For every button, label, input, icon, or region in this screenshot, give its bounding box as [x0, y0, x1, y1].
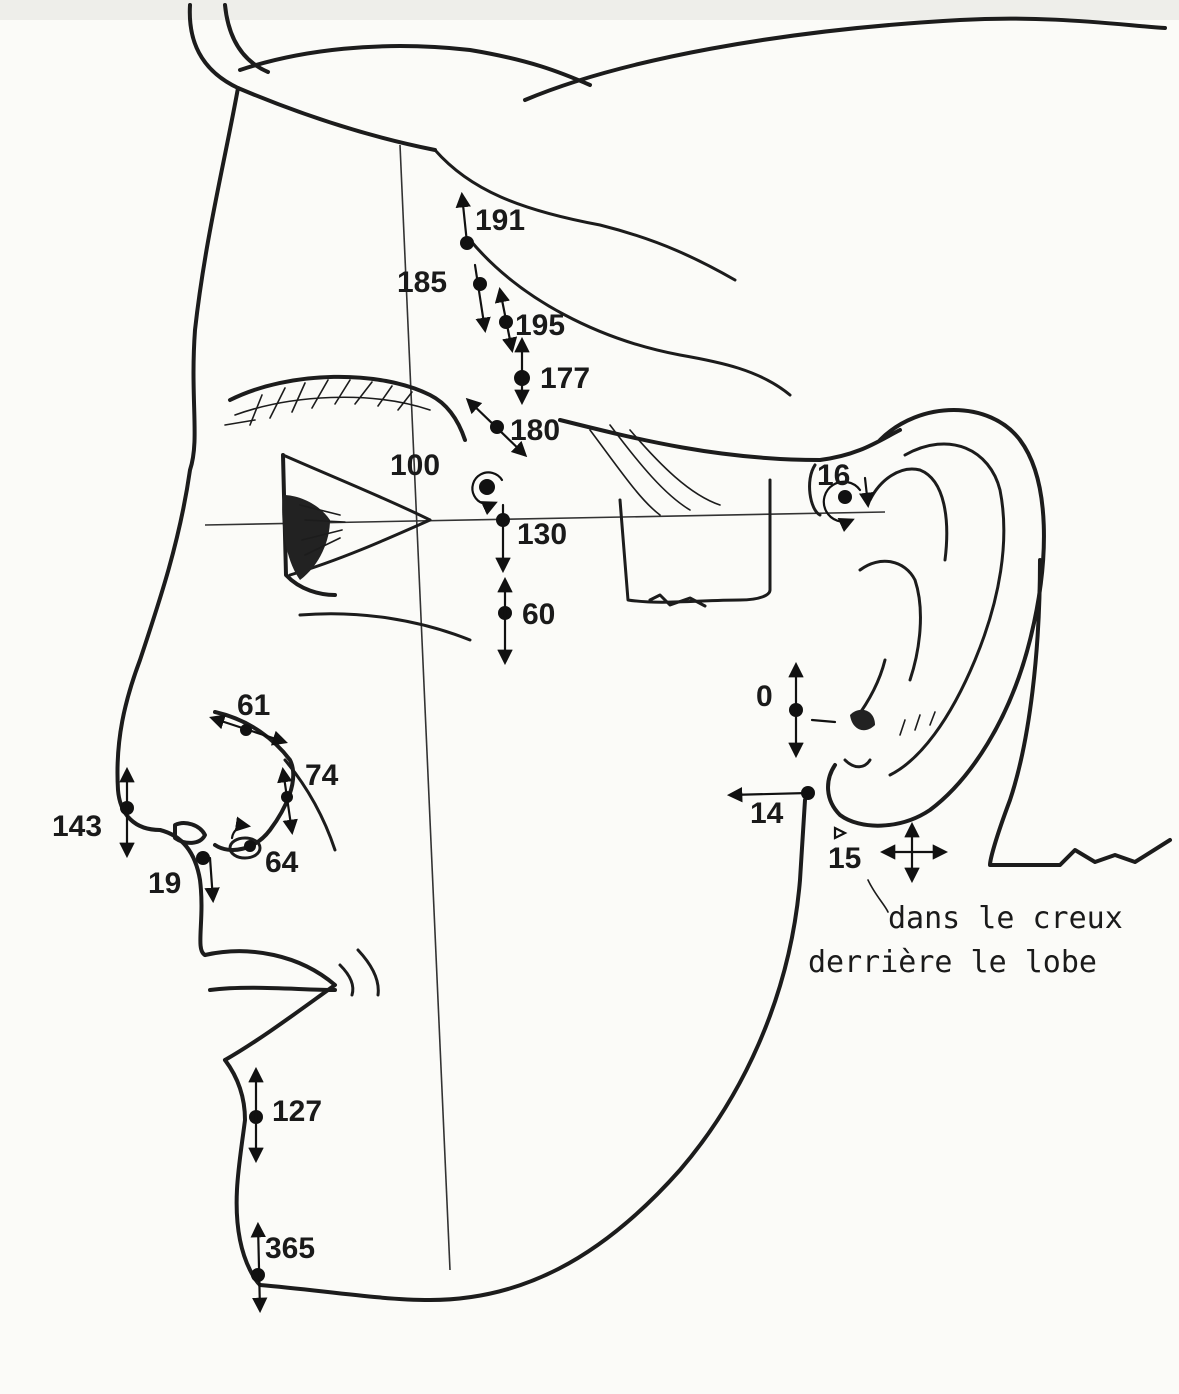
point-60-marker: [498, 580, 512, 662]
note-line-2: derrière le lobe: [808, 945, 1097, 980]
label-74: 74: [305, 759, 339, 792]
label-64: 64: [265, 846, 299, 879]
point-195-marker: [499, 290, 513, 350]
hair-outline: [190, 5, 1165, 395]
label-15: 15: [828, 842, 861, 875]
vertical-guide-line: [400, 145, 450, 1270]
label-14: 14: [750, 797, 784, 830]
eye: [282, 455, 470, 640]
eyebrow: [225, 377, 465, 440]
point-185-marker: [473, 265, 487, 330]
label-130: 130: [517, 518, 567, 551]
point-143-marker: [120, 770, 134, 855]
label-19: 19: [148, 867, 181, 900]
point-177-marker: [514, 340, 530, 402]
note-line-1: dans le creux: [888, 901, 1123, 936]
label-100: 100: [390, 449, 440, 482]
label-61: 61: [237, 689, 270, 722]
point-365-marker: [251, 1225, 265, 1310]
point-191-marker: [460, 195, 474, 250]
label-127: 127: [272, 1095, 322, 1128]
label-0: 0: [756, 680, 773, 713]
label-180: 180: [510, 414, 560, 447]
neck-outline: [990, 560, 1170, 865]
label-16: 16: [817, 459, 850, 492]
label-143: 143: [52, 810, 102, 843]
point-100-marker: [472, 472, 502, 504]
face-outline: [117, 88, 805, 1300]
label-60: 60: [522, 598, 555, 631]
label-365: 365: [265, 1232, 315, 1265]
point-130-marker: [496, 505, 510, 570]
point-127-marker: [249, 1070, 263, 1160]
label-177: 177: [540, 362, 590, 395]
label-195: 195: [515, 309, 565, 342]
point-0-marker: [789, 665, 835, 755]
cheek-lines: [340, 950, 378, 995]
label-185: 185: [397, 266, 447, 299]
ear: [828, 410, 1044, 826]
label-191: 191: [475, 204, 525, 237]
